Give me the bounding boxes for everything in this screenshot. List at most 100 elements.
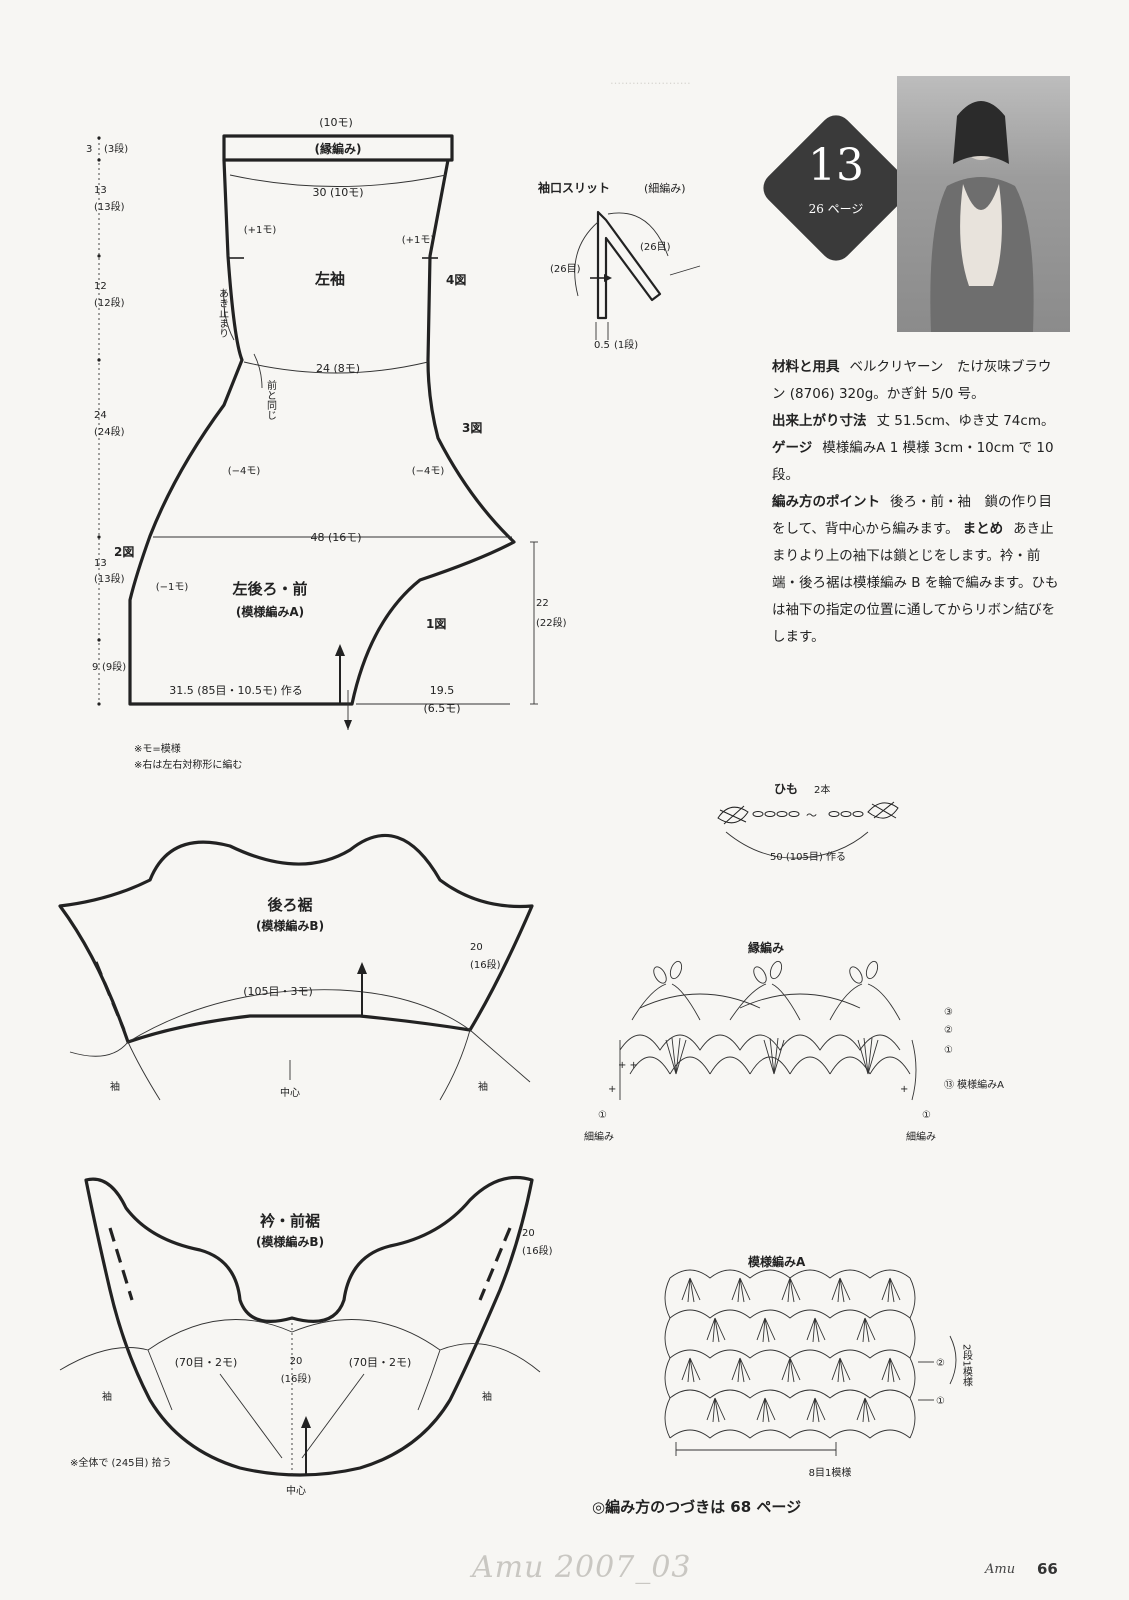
collar-sleeve-right: 袖 [482,1390,492,1403]
continued-note: ◎編み方のつづきは 68 ページ [592,1498,802,1516]
body-pattern: (模様編みA) [236,604,304,619]
sleeve-h2r: (13段) [94,200,125,213]
body-h5: 13 [94,558,107,569]
materials-info: 材料と用具ベルクリヤーン たけ灰味ブラウン (8706) 320g。かぎ針 5/… [772,354,1062,651]
edging-chart: + + + + 縁編み ③ ② ① ⑬ 模様編みA ① 細編み ① 細編み [584,940,1004,1143]
size-text: 丈 51.5cm、ゆき丈 74cm。 [876,413,1055,429]
model-silhouette [930,101,1034,332]
sleeve-outline [222,134,454,162]
model-photo [897,76,1070,332]
sleeve-width-top: 30 (10モ) [312,186,363,199]
body-bottom-width: 31.5 (85目・10.5モ) 作る [169,684,303,697]
sleeve-name: 左袖 [314,270,345,288]
page-number: 66 [1037,1560,1058,1578]
slit-diagram: 袖口スリット (細編み) (26目) (26目) 0.5 (1段) [538,180,701,351]
cord-title: ひも [774,782,798,796]
body-name: 左後ろ・前 [231,580,307,598]
pattern-a-title: 模様編みA [748,1254,806,1269]
svg-text:+: + [900,1084,908,1095]
back-hem-height: 20 [470,942,483,953]
gauge-label: ゲージ [772,440,813,456]
body-h6: 9 [92,662,98,673]
bleed-through-text: ‥‥‥‥‥‥‥‥‥‥‥ [610,74,691,87]
pattern-a-repeat-rows: 2段1模様 [961,1344,973,1387]
back-hem-center: 中心 [280,1086,300,1099]
slit-width: 0.5 [594,340,610,351]
pattern-a-row2: ② [936,1358,945,1369]
slit-left-count: (26目) [550,264,581,275]
body-dec: (−1モ) [156,582,189,593]
collar-schematic: 衿・前裾 (模様編みB) (70目・2モ) (70目・2モ) 20 (16段) … [59,1175,553,1497]
sleeve-border-label: (縁編み) [315,141,362,156]
edging-start-left: ① [598,1110,607,1121]
watermark: Amu 2007_03 [472,1550,692,1585]
badge-number: 13 [808,140,864,191]
sleeve-h1: 3 [86,144,92,155]
sleeve-top-width: (10モ) [319,116,353,129]
pattern-number-badge: 13 26 ページ [770,122,902,254]
edging-left-label: 細編み [584,1130,614,1143]
sleeve-h3r: (12段) [94,296,125,309]
body-side-h: 22 [536,598,549,609]
same-as-front-label: 前と同じ [265,379,277,420]
finishing-text: あき止まりより上の袖下は鎖とじをします。衿・前端・後ろ裾は模様編み B を輪で編… [772,521,1059,645]
sleeve-body-schematic: (10モ) (縁編み) 30 (10モ) (+1モ) (+1モ) 左袖 4図 2… [86,116,567,771]
sleeve-dec-right: (−4モ) [412,466,445,477]
stop-label: あき止まり [217,288,229,338]
sleeve-h1r: (3段) [104,142,128,155]
body-front-widthr: (6.5モ) [423,702,460,715]
cord-length: 50 (105目) 作る [770,851,846,863]
body-outline [128,159,516,706]
fig4-label: 4図 [446,273,466,287]
back-hem-count: (105目・3モ) [243,985,313,998]
svg-text:+ +: + + [618,1060,638,1071]
back-hem-schematic: 後ろ裾 (模様編みB) (105目・3モ) 20 (16段) 袖 中心 袖 [58,833,534,1101]
sleeve-h2: 13 [94,185,107,196]
back-hem-sleeve-right: 袖 [478,1080,488,1093]
cord-diagram: ～ ひも 2本 50 (105目) 作る [717,782,899,863]
collar-note: ※全体で (245目) 拾う [70,1456,172,1469]
collar-center-height-rows: (16段) [281,1372,312,1385]
edging-right-label: 細編み [906,1130,936,1143]
body-h5r: (13段) [94,572,125,585]
body-side-hr: (22段) [536,616,567,629]
collar-outline [84,1175,534,1477]
sleeve-inc-left: (+1モ) [244,225,277,236]
collar-pattern: (模様編みB) [256,1234,324,1249]
note-mo: ※モ=模様 [134,742,181,755]
materials-text: ベルクリヤーン たけ灰味ブラウン (8706) 320g。かぎ針 5/0 号。 [772,359,1052,402]
edging-row2: ② [944,1025,953,1036]
edging-title: 縁編み [748,940,784,955]
finishing-label: まとめ [962,521,1004,537]
slit-width-rows: (1段) [614,338,638,351]
collar-right-height-rows: (16段) [522,1244,553,1257]
cord-count: 2本 [814,783,830,796]
collar-name: 衿・前裾 [260,1212,320,1230]
slit-title: 袖口スリット [538,180,610,195]
edging-row1: ① [944,1045,953,1056]
sleeve-h3: 12 [94,281,107,292]
fig3-label: 3図 [462,421,482,435]
stop-label-vertical: あき止まり 前と同じ [217,288,277,420]
magazine-name: Amu [985,1562,1016,1577]
slit-right-count: (26目) [640,242,671,253]
back-hem-outline [58,833,534,1044]
edging-start-right: ① [922,1110,931,1121]
fig1-label: 1図 [426,617,446,631]
collar-count-left: (70目・2モ) [175,1356,238,1369]
collar-center-height: 20 [290,1356,303,1367]
svg-text:～: ～ [806,809,817,822]
body-width: 48 (16モ) [310,531,361,544]
pattern-a-row1: ① [936,1396,945,1407]
sleeve-width-mid: 24 (8モ) [316,362,360,375]
gauge-text: 模様編みA 1 模様 3cm・10cm で 10 段。 [772,440,1054,483]
sleeve-inc-right: (+1モ) [402,235,435,246]
body-front-width: 19.5 [430,684,455,697]
sleeve-dec-left: (−4モ) [228,466,261,477]
point-label: 編み方のポイント [772,494,880,510]
back-hem-pattern: (模様編みB) [256,918,324,933]
back-hem-sleeve-left: 袖 [110,1080,120,1093]
edging-row3: ③ [944,1007,953,1018]
collar-right-height: 20 [522,1228,535,1239]
